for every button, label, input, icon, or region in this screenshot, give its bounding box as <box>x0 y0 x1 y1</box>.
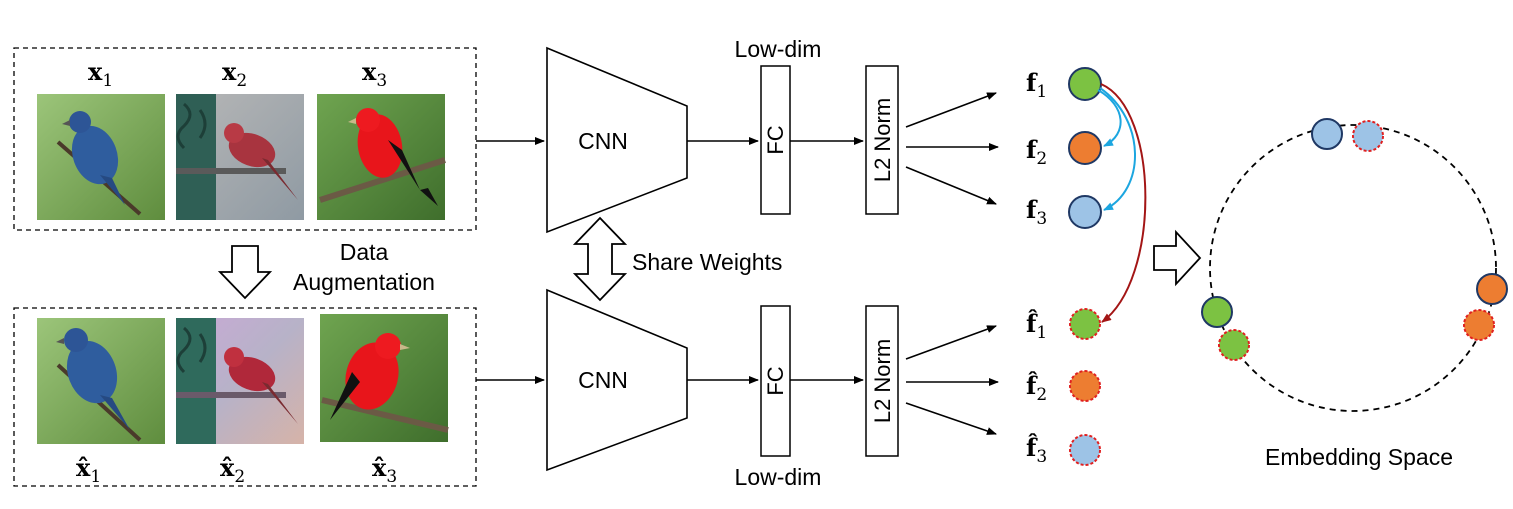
label-f2: f2 <box>1026 135 1047 169</box>
embedding-green-dashed <box>1218 329 1250 361</box>
bird-photo-icon <box>176 94 304 220</box>
feature-f3-circle <box>1068 195 1102 229</box>
label-fhat2: f̂2 <box>1026 371 1047 405</box>
label-f3: f3 <box>1026 195 1047 229</box>
fanout-arrow-fhat1 <box>905 325 997 360</box>
red-arc-f1-fhat1 <box>1100 83 1147 323</box>
share-weights-label: Share Weights <box>632 249 782 275</box>
fc-bottom-label: FC <box>763 366 788 395</box>
embedding-blue-solid <box>1311 118 1343 150</box>
cnn-bottom-block <box>546 288 688 472</box>
bird-photo-icon <box>176 318 304 444</box>
data-aug-line2: Augmentation <box>293 269 435 295</box>
feature-fhat2-circle <box>1069 370 1101 402</box>
cnn-top-label: CNN <box>578 128 628 154</box>
label-xhat1: x̂1 <box>76 453 101 487</box>
bird-photo-icon <box>37 94 165 220</box>
label-x1: x1 <box>88 57 113 91</box>
bird-photo-icon <box>37 318 165 444</box>
cnn-bottom-label: CNN <box>578 367 628 393</box>
feature-fhat1-circle <box>1069 308 1101 340</box>
feature-f2-circle <box>1068 131 1102 165</box>
fc-top-box <box>760 65 791 215</box>
fanout-arrow-f3 <box>905 166 997 205</box>
label-x2: x2 <box>222 57 247 91</box>
embedding-orange-dashed <box>1463 309 1495 341</box>
hollow-down-arrow-icon <box>217 245 273 300</box>
fanout-arrow-f1 <box>905 92 997 128</box>
embedding-blue-dashed <box>1352 120 1384 152</box>
embedding-space-ring <box>1209 124 1497 412</box>
label-xhat3: x̂3 <box>372 453 397 487</box>
fc-top-label: FC <box>763 125 788 154</box>
label-f1: f1 <box>1026 68 1047 102</box>
label-fhat3: f̂3 <box>1026 433 1047 467</box>
data-aug-line1: Data <box>340 239 389 265</box>
embedding-green-solid <box>1201 296 1233 328</box>
l2-norm-bottom-box <box>865 305 899 457</box>
bird-photo-icon <box>320 314 449 442</box>
blue-arc-f1-f2 <box>1097 89 1122 147</box>
hollow-double-arrow-icon <box>572 216 628 302</box>
blue-arc-f1-f3 <box>1099 87 1136 211</box>
low-dim-bottom-label: Low-dim <box>735 464 822 490</box>
bottom-image-group-box <box>13 307 477 487</box>
embedding-orange-solid <box>1476 273 1508 305</box>
hollow-right-arrow-icon <box>1153 229 1202 287</box>
label-x3: x3 <box>362 57 387 91</box>
label-xhat2: x̂2 <box>220 453 245 487</box>
l2-norm-top-box <box>865 65 899 215</box>
cnn-top-block <box>546 46 688 234</box>
feature-fhat3-circle <box>1069 434 1101 466</box>
fanout-arrow-fhat3 <box>905 402 997 435</box>
bird-photo-icon <box>317 94 446 220</box>
feature-f1-circle <box>1068 67 1102 101</box>
fc-bottom-box <box>760 305 791 457</box>
low-dim-top-label: Low-dim <box>735 36 822 62</box>
embedding-space-label: Embedding Space <box>1265 444 1453 470</box>
top-image-group-box <box>13 47 477 231</box>
label-fhat1: f̂1 <box>1026 309 1047 343</box>
l2-norm-top-label: L2 Norm <box>870 98 895 182</box>
l2-norm-bottom-label: L2 Norm <box>870 339 895 423</box>
